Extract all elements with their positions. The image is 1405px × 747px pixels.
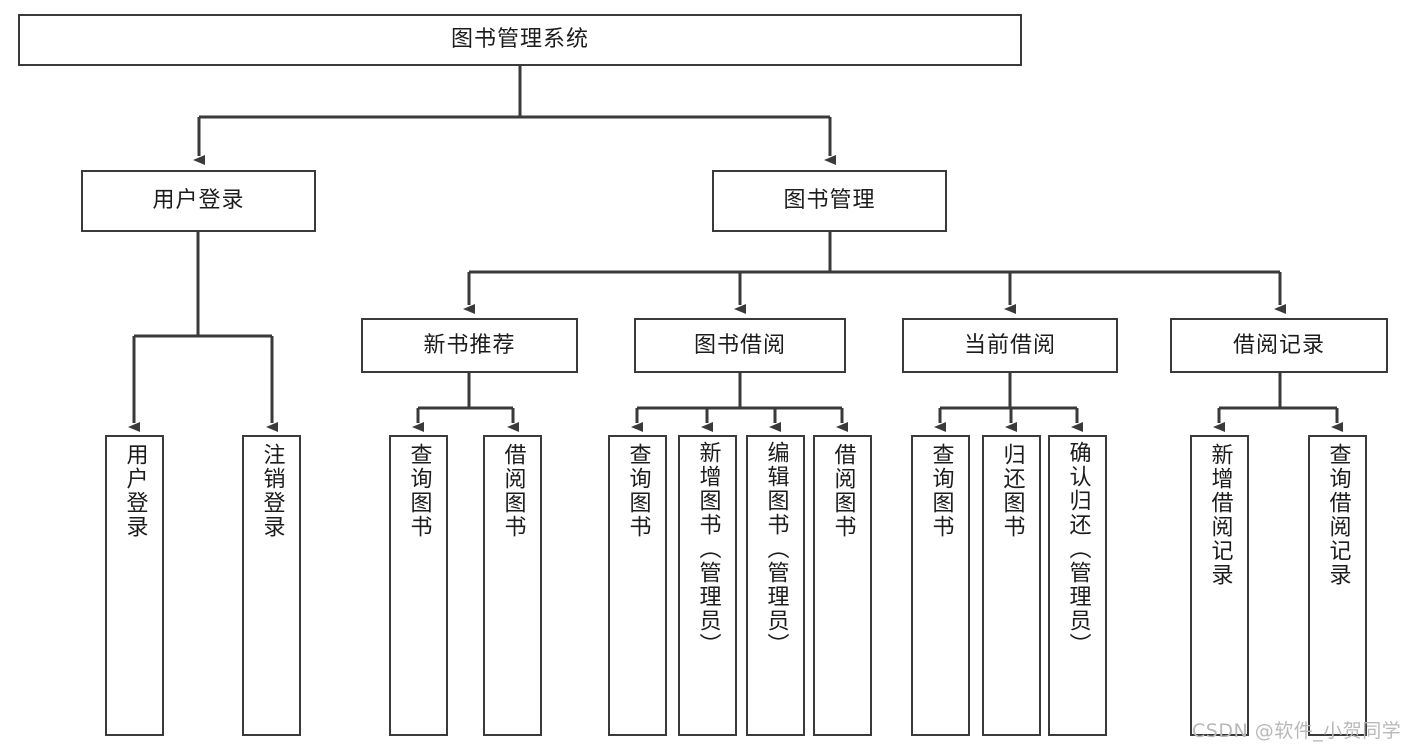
- leaf-add-record[interactable]: 新增借阅记录: [1190, 435, 1249, 736]
- leaf-query-book-1[interactable]: 查询图书: [389, 435, 448, 736]
- leaf-logout-label: 注销登录: [259, 443, 285, 539]
- leaf-query-book-3[interactable]: 查询图书: [911, 435, 970, 736]
- leaf-user-login-label: 用户登录: [122, 443, 148, 539]
- leaf-logout[interactable]: 注销登录: [242, 435, 301, 736]
- leaf-query-record[interactable]: 查询借阅记录: [1308, 435, 1367, 736]
- node-borrow-record[interactable]: 借阅记录: [1170, 318, 1388, 373]
- leaf-borrow-book-2-label: 借阅图书: [830, 443, 856, 539]
- node-root-label: 图书管理系统: [450, 27, 589, 52]
- leaf-borrow-book-2[interactable]: 借阅图书: [813, 435, 872, 736]
- leaf-query-book-2-label: 查询图书: [625, 443, 651, 539]
- leaf-query-record-label: 查询借阅记录: [1325, 443, 1351, 587]
- node-new-book-rec[interactable]: 新书推荐: [361, 318, 578, 373]
- leaf-confirm-return[interactable]: 确认归还（管理员）: [1048, 435, 1107, 736]
- leaf-edit-book[interactable]: 编辑图书（管理员）: [746, 435, 805, 736]
- node-user-login[interactable]: 用户登录: [81, 170, 316, 232]
- leaf-query-book-2[interactable]: 查询图书: [608, 435, 667, 736]
- leaf-query-book-3-label: 查询图书: [928, 443, 954, 539]
- leaf-return-book[interactable]: 归还图书: [982, 435, 1041, 736]
- leaf-edit-book-label: 编辑图书（管理员）: [763, 441, 789, 657]
- node-current-borrow-label: 当前借阅: [963, 332, 1056, 358]
- node-current-borrow[interactable]: 当前借阅: [902, 318, 1118, 373]
- node-book-borrow-label: 图书借阅: [693, 332, 786, 358]
- node-root[interactable]: 图书管理系统: [18, 14, 1022, 66]
- leaf-add-book[interactable]: 新增图书（管理员）: [678, 435, 737, 736]
- leaf-confirm-return-label: 确认归还（管理员）: [1065, 441, 1091, 657]
- leaf-add-book-label: 新增图书（管理员）: [695, 441, 721, 657]
- leaf-query-book-1-label: 查询图书: [406, 443, 432, 539]
- watermark: CSDN @软件_小贺同学: [1192, 720, 1402, 742]
- node-new-book-rec-label: 新书推荐: [423, 332, 516, 358]
- node-book-manage-label: 图书管理: [783, 188, 876, 213]
- node-book-borrow[interactable]: 图书借阅: [634, 318, 846, 373]
- node-user-login-label: 用户登录: [152, 188, 245, 213]
- node-book-manage[interactable]: 图书管理: [712, 170, 947, 232]
- leaf-user-login[interactable]: 用户登录: [105, 435, 164, 736]
- node-borrow-record-label: 借阅记录: [1232, 332, 1325, 358]
- leaf-add-record-label: 新增借阅记录: [1207, 443, 1233, 587]
- leaf-return-book-label: 归还图书: [999, 443, 1025, 539]
- leaf-borrow-book-1[interactable]: 借阅图书: [483, 435, 542, 736]
- leaf-borrow-book-1-label: 借阅图书: [500, 443, 526, 539]
